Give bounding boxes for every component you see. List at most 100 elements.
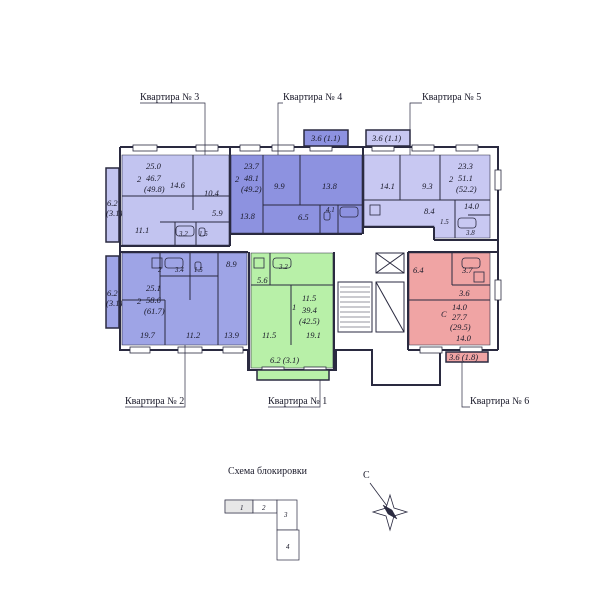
balcony-apartment-2[interactable]: [105, 255, 120, 329]
legend-section-1-hatch: [224, 499, 254, 514]
apartment-3-labels: 2 25.0 46.7 (49.8) 14.6 10.4 5.9 11.1 3.…: [106, 161, 223, 238]
elevator-lobby: [375, 281, 405, 333]
a1-with-balcony: (42.5): [299, 316, 320, 326]
a1-room-b: 11.5: [262, 330, 276, 340]
a5-balcony: 3.6 (1.1): [371, 133, 401, 143]
a6-rooms: С: [441, 309, 447, 319]
balcony-apartment-4[interactable]: [303, 129, 349, 147]
a4-room-c: 13.8: [240, 211, 256, 221]
window: [195, 144, 219, 152]
legend-label-2: 2: [262, 504, 266, 512]
bathtub-icon: [339, 206, 359, 218]
a6-kitchen: 3.6: [458, 288, 470, 298]
a2-room-c: 13.9: [224, 330, 240, 340]
a1-bath: 3.2: [278, 263, 288, 271]
apartment-6-labels: 6.4 3.7 3.6 С 14.0 27.7 (29.5) 14.0 3.6 …: [413, 265, 478, 362]
compass-rose: С: [363, 470, 409, 532]
a6-hall: 6.4: [413, 265, 424, 275]
toilet-icon: [323, 211, 331, 221]
apartment-titles: Квартира № 3 Квартира № 4 Квартира № 5 К…: [125, 92, 529, 408]
a3-bath-b: 1.5: [199, 230, 208, 238]
a4-balcony: 3.6 (1.1): [310, 133, 340, 143]
apartment-3-leader: [140, 102, 206, 155]
a5-living: 51.1: [458, 173, 473, 183]
balcony-apartment-1[interactable]: [256, 369, 330, 381]
window: [222, 346, 244, 354]
bathtub-icon: [461, 257, 481, 269]
a6-living: 27.7: [452, 312, 468, 322]
window: [177, 346, 203, 354]
stove-icon: [151, 257, 163, 269]
legend-label-1: 1: [240, 504, 244, 512]
a5-bath-a: 1.5: [440, 218, 449, 226]
a1-rooms: 1: [292, 302, 296, 312]
legend-label-4: 4: [286, 543, 290, 551]
a3-rooms: 2: [137, 174, 142, 184]
apartment-4-leader: [277, 102, 283, 155]
balconies: [105, 129, 489, 381]
a5-room-b: 9.3: [422, 181, 433, 191]
legend-section-4: [276, 529, 300, 561]
bathtub-icon: [164, 257, 184, 269]
toilet-icon: [198, 227, 206, 237]
legend-schematic: [224, 499, 300, 561]
a1-total: 11.5: [302, 293, 316, 303]
a2-room-d: 8.9: [226, 259, 237, 269]
stove-icon: [369, 204, 381, 216]
a3-bath-a: 3.2: [178, 230, 188, 238]
a2-bath-a: 3.4: [174, 266, 184, 274]
window: [129, 346, 151, 354]
window: [455, 144, 479, 152]
fixtures: [151, 204, 485, 283]
a6-balcony: 3.6 (1.8): [448, 352, 478, 362]
a6-with-balcony: (29.5): [450, 322, 471, 332]
a3-balcony-half: (3.1): [106, 208, 122, 218]
a5-bath-b: 3.8: [465, 229, 475, 237]
a4-room-a: 9.9: [274, 181, 285, 191]
a5-hall: 8.4: [424, 206, 435, 216]
a2-living: 58.6: [146, 295, 162, 305]
a4-rooms: 2: [235, 174, 240, 184]
a3-living: 46.7: [146, 173, 162, 183]
a1-balcony: 6.2 (3.1): [270, 355, 299, 365]
bathtub-icon: [457, 217, 477, 229]
a6-total: 14.0: [452, 302, 468, 312]
a5-rooms: 2: [449, 174, 454, 184]
a3-total: 25.0: [146, 161, 162, 171]
elevator-shaft: [375, 252, 405, 274]
apartment-4-title: Квартира № 4: [283, 92, 342, 103]
a5-room-a: 14.1: [380, 181, 395, 191]
a3-room-b: 10.4: [204, 188, 220, 198]
window: [271, 144, 295, 152]
a3-balcony: 6.2: [107, 198, 118, 208]
a3-with-balcony: (49.8): [144, 184, 165, 194]
outer-wall-left: [119, 147, 248, 351]
a2-with-balcony: (61.7): [144, 306, 165, 316]
a3-hall: 11.1: [135, 225, 149, 235]
stove-icon: [473, 271, 485, 283]
apartment-4-labels: 2 23.7 48.1 (49.2) 9.9 13.8 13.8 6.5 4.1…: [235, 133, 340, 222]
a1-room-a: 19.1: [306, 330, 321, 340]
balcony-apartment-6[interactable]: [445, 351, 489, 363]
apartment-2-title: Квартира № 2: [125, 396, 184, 407]
a2-rooms: 2: [137, 296, 142, 306]
a2-bath-b: 1.5: [194, 266, 203, 274]
a4-with-balcony: (49.2): [241, 184, 262, 194]
apartment-fills: [121, 154, 491, 369]
compass-north-label: С: [363, 470, 370, 481]
apartment-6-leader: [461, 362, 470, 408]
apartment-5-labels: 14.1 9.3 2 23.3 51.1 (52.2) 14.0 8.4 1.5…: [371, 133, 480, 237]
bathtub-icon: [272, 257, 292, 269]
a5-total: 23.3: [458, 161, 473, 171]
stair-tower-wall: [350, 349, 441, 386]
a4-room-b: 13.8: [322, 181, 338, 191]
balcony-apartment-3[interactable]: [105, 167, 120, 243]
a6-bath: 3.7: [461, 265, 473, 275]
apartment-5-title: Квартира № 5: [422, 92, 481, 103]
apartment-5-leader: [409, 102, 422, 155]
lobby-diagonal: [375, 281, 405, 333]
partitions: [122, 155, 490, 345]
apartment-3-title: Квартира № 3: [140, 92, 199, 103]
